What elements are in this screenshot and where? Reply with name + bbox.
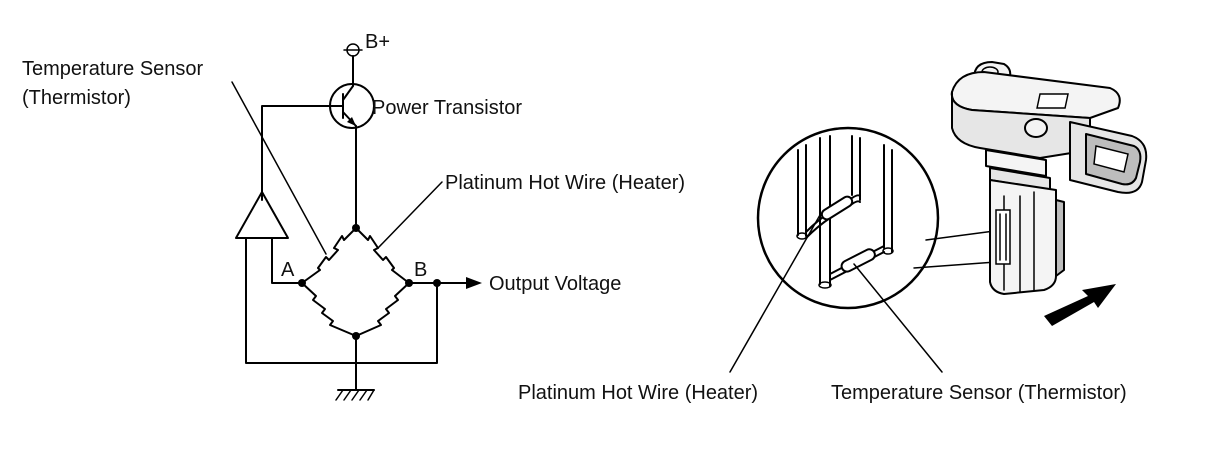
bridge-resistors — [301, 227, 410, 337]
output-node — [433, 279, 441, 287]
thermistor-leader-line — [853, 263, 943, 373]
heater-leader-line — [729, 214, 821, 373]
amplifier-input-b-wire — [245, 237, 438, 364]
amplifier-input-a-wire — [271, 237, 303, 284]
base-drive-wire — [261, 105, 331, 201]
output-voltage-label: Output Voltage — [489, 273, 621, 295]
power-transistor-symbol — [329, 77, 375, 129]
sensor-hot-wire-label: Platinum Hot Wire (Heater) — [518, 382, 758, 404]
mass-airflow-sensor — [950, 61, 1148, 295]
output-arrow-icon — [466, 277, 482, 289]
node-a-label: A — [281, 259, 295, 281]
magnifier-link-lower — [913, 261, 997, 269]
ground-symbol — [335, 335, 375, 401]
power-transistor-label: Power Transistor — [372, 97, 522, 119]
node-b-label: B — [414, 259, 427, 281]
magnifier-circle — [756, 126, 940, 310]
sensor-temp-sensor-label: Temperature Sensor (Thermistor) — [831, 382, 1127, 404]
hot-wire-leader-line — [377, 181, 443, 249]
supply-label: B+ — [365, 31, 390, 53]
node-b — [405, 279, 413, 287]
circuit-diagram: B+ Power Transistor — [22, 31, 685, 401]
node-a — [298, 279, 306, 287]
sensor-illustration: Platinum Hot Wire (Heater) Temperature S… — [518, 61, 1148, 404]
amplifier-symbol — [235, 191, 289, 239]
hot-wire-label: Platinum Hot Wire (Heater) — [445, 172, 685, 194]
bridge-bottom-node — [352, 332, 360, 340]
supply-terminal — [343, 43, 363, 79]
temp-sensor-label-line2: (Thermistor) — [22, 87, 131, 109]
temp-sensor-label-line1: Temperature Sensor — [22, 58, 204, 80]
airflow-arrow-icon — [1044, 284, 1116, 326]
bridge-top-node — [352, 224, 360, 232]
temp-sensor-leader-line — [231, 81, 327, 255]
